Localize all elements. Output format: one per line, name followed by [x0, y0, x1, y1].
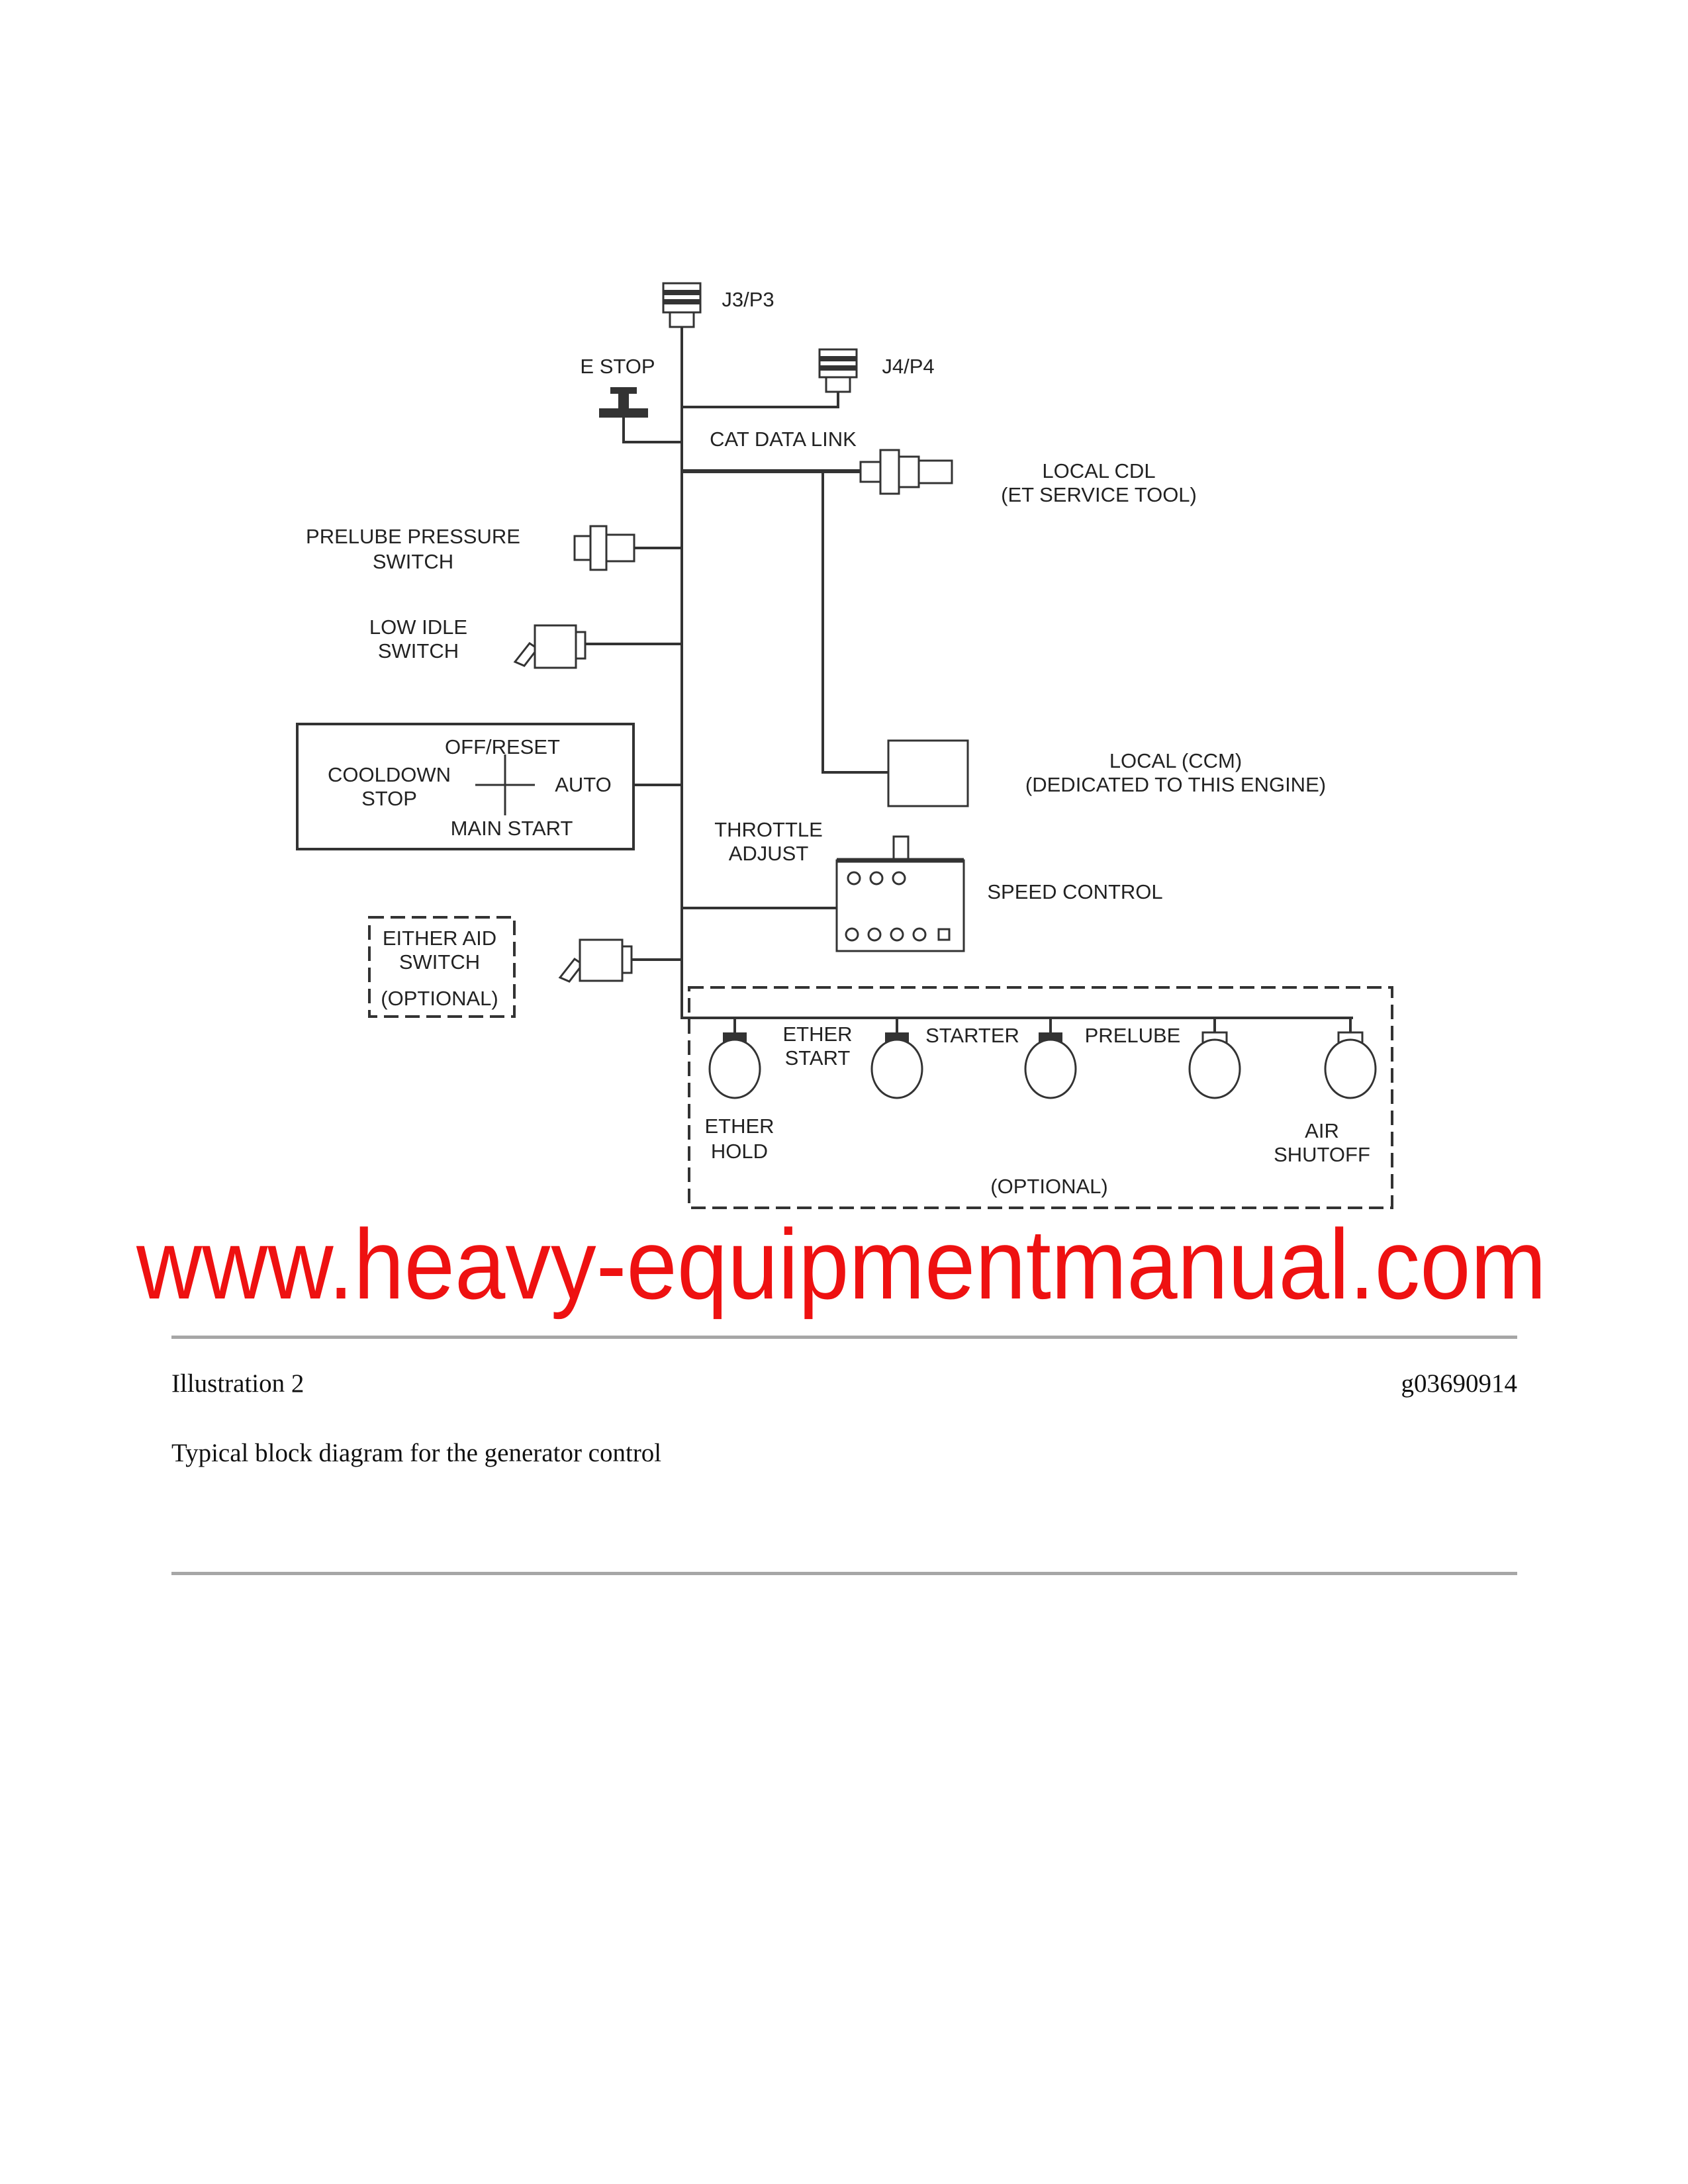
- starter-label: STARTER: [925, 1024, 1019, 1047]
- keyswitch-cross-icon: [475, 754, 535, 815]
- ether-start-label-2: START: [785, 1046, 851, 1069]
- toggle-switch-icon: [558, 938, 633, 983]
- estop-label: E STOP: [580, 355, 655, 378]
- figure-id: g03690914: [1401, 1369, 1518, 1398]
- divider-bottom: [171, 1572, 1517, 1575]
- low-idle-switch-label-2: SWITCH: [378, 639, 459, 662]
- main-bus-line: [680, 324, 1353, 1019]
- speed-control-box: [835, 835, 965, 952]
- either-aid-label-2: SWITCH: [399, 950, 480, 974]
- local-cdl-connector-icon: [859, 449, 953, 495]
- ether-hold-label: ETHER: [704, 1115, 774, 1138]
- throttle-adjust-label: THROTTLE: [714, 818, 823, 841]
- either-aid-optional: (OPTIONAL): [381, 987, 498, 1010]
- either-aid-box: [368, 916, 516, 1018]
- local-ccm-label: LOCAL (CCM): [1109, 749, 1242, 772]
- prelube-label: PRELUBE: [1085, 1024, 1181, 1047]
- air-shutoff-label-2: SHUTOFF: [1274, 1143, 1370, 1166]
- watermark: www.heavy-equipmentmanual.com: [136, 1208, 1546, 1320]
- estop-button-icon: [599, 387, 648, 418]
- speed-control-label: SPEED CONTROL: [987, 880, 1162, 903]
- pressure-switch-icon: [573, 525, 635, 571]
- keyswitch-main-start: MAIN START: [451, 817, 573, 840]
- caption-text: Typical block diagram for the generator …: [171, 1439, 662, 1467]
- low-idle-switch-label: LOW IDLE: [369, 615, 467, 639]
- either-aid-label: EITHER AID: [383, 927, 496, 950]
- prelube-pressure-switch-label: PRELUBE PRESSURE: [306, 525, 520, 548]
- keyswitch-cooldown: COOLDOWN: [328, 763, 451, 786]
- prelube-pressure-switch-label-2: SWITCH: [373, 550, 453, 573]
- j4p4-connector-icon: [818, 348, 858, 393]
- illustration-number: Illustration 2: [171, 1369, 305, 1398]
- local-ccm-box: [887, 739, 969, 807]
- keyswitch-off-reset: OFF/RESET: [445, 735, 560, 758]
- optional-label: (OPTIONAL): [990, 1175, 1107, 1198]
- throttle-adjust-label-2: ADJUST: [729, 842, 809, 865]
- air-shutoff-label: AIR: [1305, 1119, 1339, 1142]
- ether-hold-label-2: HOLD: [711, 1140, 768, 1163]
- j3p3-connector-icon: [662, 282, 702, 328]
- local-cdl-label: LOCAL CDL: [1042, 459, 1155, 482]
- ether-start-label: ETHER: [782, 1023, 852, 1046]
- local-ccm-sublabel: (DEDICATED TO THIS ENGINE): [1025, 773, 1326, 796]
- solenoid-icons: [708, 1018, 1377, 1099]
- keyswitch-stop: STOP: [361, 787, 417, 810]
- local-cdl-sublabel: (ET SERVICE TOOL): [1001, 483, 1197, 506]
- j4p4-wire: [682, 390, 839, 408]
- j3p3-label: J3/P3: [722, 288, 774, 311]
- toggle-switch-icon: [513, 624, 586, 669]
- optional-devices-box: [688, 986, 1393, 1209]
- ccm-wire: [821, 471, 888, 774]
- cat-data-link-label: CAT DATA LINK: [710, 428, 857, 451]
- estop-wire: [622, 418, 682, 443]
- keyswitch-box: [296, 723, 635, 850]
- j4p4-label: J4/P4: [882, 355, 934, 378]
- keyswitch-auto: AUTO: [555, 773, 612, 796]
- divider-top: [171, 1336, 1517, 1339]
